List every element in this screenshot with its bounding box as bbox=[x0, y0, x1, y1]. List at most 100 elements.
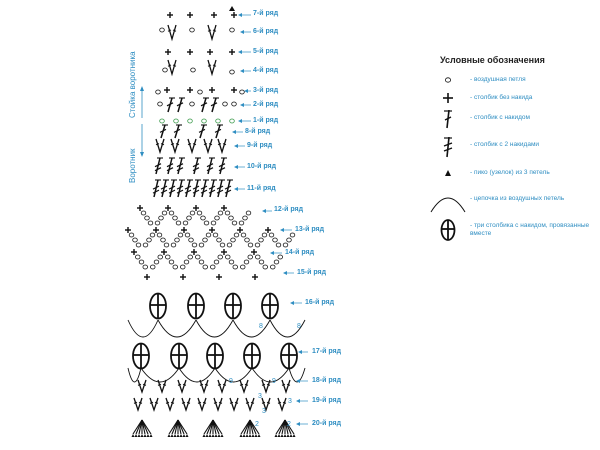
row-label-10: 10-й ряд bbox=[247, 163, 277, 170]
v-stitch bbox=[155, 143, 160, 146]
chain-stitch bbox=[270, 264, 276, 270]
picot bbox=[286, 434, 290, 437]
row-arrow bbox=[262, 209, 266, 213]
chain-arch bbox=[127, 319, 159, 338]
annotation-number: 2 bbox=[255, 421, 259, 428]
v-stitch bbox=[203, 143, 208, 146]
double-crochet bbox=[160, 185, 168, 190]
chain-arch bbox=[251, 367, 290, 383]
chain-stitch bbox=[205, 232, 212, 238]
v-stitch bbox=[186, 401, 191, 404]
chain-stitch bbox=[228, 215, 234, 221]
legend-title: Условные обозначения bbox=[440, 55, 545, 65]
v-stitch bbox=[181, 401, 186, 404]
double-crochet bbox=[200, 102, 208, 107]
chain-stitch bbox=[239, 89, 245, 95]
picot bbox=[220, 434, 224, 437]
chain-stitch bbox=[168, 210, 175, 216]
v-stitch bbox=[245, 397, 255, 413]
chain-stitch bbox=[161, 210, 168, 216]
double-crochet bbox=[193, 179, 199, 198]
row-label-1: 1-й ряд bbox=[253, 117, 279, 124]
v-stitch bbox=[250, 401, 255, 404]
v-stitch bbox=[133, 397, 143, 413]
v-stitch bbox=[137, 379, 147, 395]
chain-stitch bbox=[138, 259, 145, 265]
v-stitch bbox=[217, 138, 227, 155]
picot bbox=[239, 434, 243, 437]
chain-stitch bbox=[157, 254, 163, 260]
picot bbox=[214, 434, 218, 437]
v-stitch bbox=[165, 401, 170, 404]
picot bbox=[134, 434, 138, 437]
double-crochet bbox=[173, 128, 181, 133]
chain-stitch bbox=[229, 27, 235, 33]
row-arrow bbox=[240, 30, 244, 34]
chain-stitch bbox=[149, 232, 156, 238]
annotation-number: 3 bbox=[288, 398, 292, 405]
chain-stitch bbox=[226, 242, 233, 248]
double-crochet bbox=[154, 163, 162, 168]
chain-stitch bbox=[262, 264, 268, 270]
v-stitch bbox=[175, 143, 180, 146]
chain-stitch bbox=[173, 118, 179, 124]
row-label-8: 8-й ряд bbox=[245, 128, 271, 135]
v-stitch bbox=[170, 401, 175, 404]
v-stitch bbox=[261, 397, 271, 413]
double-crochet bbox=[192, 163, 200, 168]
double-crochet bbox=[210, 102, 218, 107]
v-stitch bbox=[282, 401, 287, 404]
v-stitch bbox=[172, 29, 177, 32]
picot-icon bbox=[445, 170, 451, 176]
double-crochet bbox=[192, 185, 200, 190]
chain-stitch bbox=[198, 259, 205, 265]
chain-arch bbox=[232, 319, 271, 338]
fan-stitch bbox=[141, 419, 152, 435]
double-crochet bbox=[218, 167, 226, 172]
v-stitch bbox=[167, 24, 177, 42]
picot bbox=[217, 434, 221, 437]
legend-text-chain: - воздушная петля bbox=[470, 76, 526, 83]
legend-text-cluster: - три столбика с накидом, провязанные вм… bbox=[470, 222, 590, 237]
chain-stitch bbox=[222, 101, 228, 107]
chain-stitch bbox=[183, 259, 190, 265]
chain-stitch bbox=[197, 89, 203, 95]
v-stitch bbox=[167, 64, 172, 67]
section-bracket bbox=[140, 86, 144, 91]
double-crochet bbox=[176, 189, 184, 194]
legend-text-tr: - столбик с 2 накидами bbox=[470, 141, 540, 148]
picot bbox=[185, 434, 189, 437]
chain-stitch bbox=[289, 232, 296, 238]
double-crochet bbox=[201, 179, 207, 198]
v-stitch bbox=[192, 143, 197, 146]
v-stitch bbox=[261, 401, 266, 404]
row-arrow bbox=[234, 144, 238, 148]
row-arrow bbox=[240, 103, 244, 107]
double-crochet bbox=[184, 189, 192, 194]
picot bbox=[257, 434, 261, 437]
row-arrow bbox=[296, 422, 300, 426]
double-crochet bbox=[218, 163, 226, 168]
chain-stitch bbox=[189, 101, 195, 107]
double-crochet bbox=[176, 163, 184, 168]
row-arrow bbox=[234, 187, 238, 191]
chain-stitch bbox=[182, 220, 189, 226]
chain-stitch bbox=[255, 254, 261, 260]
annotation-number: 2 bbox=[287, 421, 291, 428]
chain-stitch bbox=[170, 242, 177, 248]
row-arrow bbox=[238, 50, 242, 54]
double-crochet bbox=[161, 179, 167, 198]
v-stitch bbox=[204, 383, 209, 386]
double-crochet bbox=[192, 189, 200, 194]
chain-stitch bbox=[286, 237, 292, 243]
picot bbox=[277, 434, 281, 437]
v-stitch bbox=[266, 383, 271, 386]
chain-stitch bbox=[165, 254, 171, 260]
chain-stitch bbox=[210, 264, 216, 270]
v-stitch bbox=[199, 379, 209, 395]
v-stitch bbox=[170, 143, 175, 146]
chain-stitch bbox=[282, 242, 289, 248]
row-label-9: 9-й ряд bbox=[247, 142, 273, 149]
v-stitch bbox=[266, 401, 271, 404]
double-crochet bbox=[200, 189, 208, 194]
